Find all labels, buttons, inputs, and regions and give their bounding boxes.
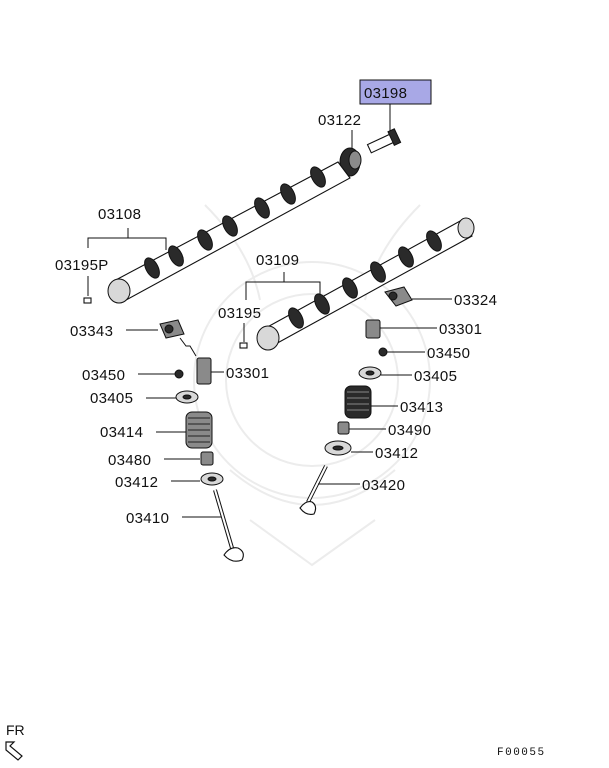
rocker-arm-03324 <box>384 286 413 307</box>
label-03412-right: 03412 <box>375 445 418 462</box>
label-03450-right: 03450 <box>427 345 470 362</box>
lash-adjuster-03301-left <box>196 357 212 385</box>
label-03324: 03324 <box>454 292 497 309</box>
label-03405-left: 03405 <box>90 390 133 407</box>
rocker-arm-03343 <box>159 319 185 339</box>
bolt-03198 <box>366 128 402 154</box>
lash-adjuster-03301-right <box>365 319 381 339</box>
label-03414: 03414 <box>100 424 143 441</box>
valve-03410 <box>213 489 244 562</box>
valve-03420 <box>299 465 328 515</box>
camshaft-03109 <box>256 217 475 351</box>
valve-spring-03413 <box>344 385 372 419</box>
label-03480: 03480 <box>108 452 151 469</box>
label-03108: 03108 <box>98 206 141 223</box>
label-03412-left: 03412 <box>115 474 158 491</box>
label-03109: 03109 <box>256 252 299 269</box>
label-03413: 03413 <box>400 399 443 416</box>
label-03195P: 03195P <box>55 257 109 274</box>
label-03405-right: 03405 <box>414 368 457 385</box>
label-03410: 03410 <box>126 510 169 527</box>
label-03420: 03420 <box>362 477 405 494</box>
label-03343: 03343 <box>70 323 113 340</box>
label-03450-left: 03450 <box>82 367 125 384</box>
camshaft-03108 <box>107 161 351 304</box>
valve-keeper-03450-right <box>378 347 388 357</box>
highlight-box <box>359 79 432 105</box>
label-03198: 03198 <box>364 85 407 102</box>
label-03301-left: 03301 <box>226 365 269 382</box>
valve-spring-03414 <box>185 411 213 449</box>
valve-keeper-03450-left <box>174 369 184 379</box>
pin-03195 <box>239 342 248 349</box>
spacer-03122 <box>339 147 362 177</box>
direction-label: FR <box>6 722 25 738</box>
pin-03195P <box>83 297 92 304</box>
front-arrow-icon <box>5 741 23 761</box>
label-03301-right: 03301 <box>439 321 482 338</box>
label-03195: 03195 <box>218 305 261 322</box>
stem-seal-03490 <box>337 421 350 435</box>
figure-code: F00055 <box>497 747 546 759</box>
label-03122: 03122 <box>318 112 361 129</box>
stem-seal-03480 <box>200 451 214 466</box>
label-03490: 03490 <box>388 422 431 439</box>
